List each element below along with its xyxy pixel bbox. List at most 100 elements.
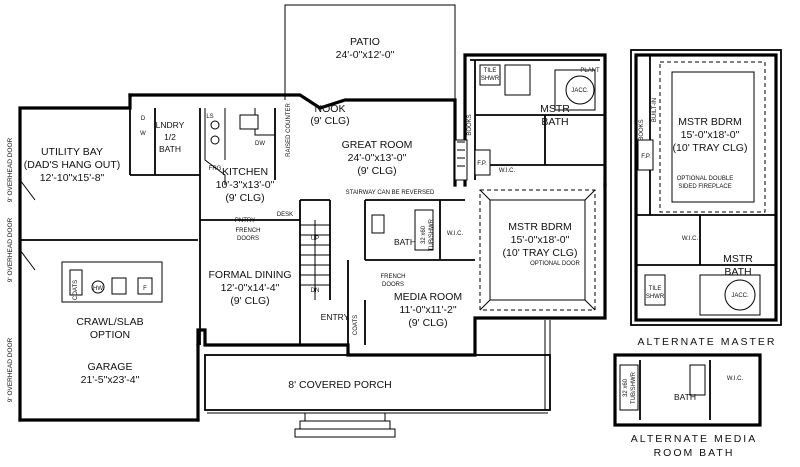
room-formal-dining: FORMAL DINING 12'-0"x14'-4" (9' CLG) [208, 269, 291, 307]
room-dims: 12'-0"x14'-4" [221, 282, 280, 294]
label-wic: W.I.C. [499, 168, 516, 174]
room-name: KITCHEN [222, 166, 268, 178]
label-wic-bath: W.I.C. [447, 231, 464, 237]
label-overhead-door-2: 9' OVERHEAD DOOR [7, 217, 14, 282]
label-fp-alt: F.P. [641, 154, 651, 160]
label-tub-1: 32 x60 [421, 225, 427, 244]
room-clg: (9' CLG) [225, 192, 264, 204]
room-dims: 11'-0"x11'-2" [399, 304, 456, 316]
label-coats: COATS [353, 315, 359, 335]
label-tub-alt-2: TUB/SHWR [631, 371, 637, 404]
label-d: D [141, 116, 146, 122]
label-tile: TILE [484, 68, 497, 74]
room-name: GREAT ROOM [342, 139, 413, 151]
label-overhead-door-1: 9' OVERHEAD DOOR [7, 137, 14, 202]
label-f: F [143, 286, 147, 292]
room-name: MEDIA ROOM [394, 291, 462, 303]
room-entry: ENTRY [321, 312, 350, 322]
label-plant: PLANT [580, 68, 600, 74]
room-master-bath: MSTR BATH [540, 103, 570, 128]
room-clg: (9' CLG) [230, 295, 269, 307]
room-sub2: BATH [159, 144, 181, 154]
label-fp: F.P. [477, 161, 487, 167]
room-dims: 12'-10"x15'-8" [40, 172, 105, 184]
room-sub: (DAD'S HANG OUT) [24, 159, 121, 171]
room-sub: BATH [724, 266, 751, 278]
label-jacc-alt: JACC. [731, 293, 749, 299]
label-optional-door: OPTIONAL DOOR [530, 261, 580, 267]
room-name: NOOK [315, 103, 346, 115]
caption-alternate-media-2: ROOM BATH [654, 447, 735, 459]
room-utility-bay: UTILITY BAY (DAD'S HANG OUT) 12'-10"x15'… [24, 146, 121, 184]
room-clg: (9' CLG) [357, 165, 396, 177]
room-name: UTILITY BAY [41, 146, 103, 158]
room-name: MSTR BDRM [678, 116, 742, 128]
label-tub-2: TUB/SHWR [429, 218, 435, 251]
room-dims: 15'-0"x18'-0" [681, 129, 740, 141]
alt-master-bath: MSTR BATH [723, 253, 753, 278]
caption-alternate-media-1: ALTERNATE MEDIA [631, 433, 757, 445]
label-books-alt: BOOKS [639, 119, 645, 140]
label-pantry: PNTRY [235, 218, 255, 224]
room-porch: 8' COVERED PORCH [288, 379, 392, 391]
room-master-bedroom: MSTR BDRM 15'-0"x18'-0" (10' TRAY CLG) [503, 221, 578, 259]
label-built-in: BUILT-IN [652, 98, 658, 122]
room-name: CRAWL/SLAB [76, 316, 143, 328]
label-dn: DN [311, 288, 320, 294]
label-up: UP [311, 236, 319, 242]
room-dims: 15'-0"x18'-0" [511, 234, 570, 246]
label-tile-alt: TILE [649, 286, 662, 292]
room-crawl: CRAWL/SLAB OPTION [76, 316, 143, 341]
alt-master-bedroom: MSTR BDRM 15'-0"x18'-0" (10' TRAY CLG) [673, 116, 748, 154]
label-optional-fp-1: OPTIONAL DOUBLE [677, 176, 733, 182]
label-wic-media: W.I.C. [727, 376, 744, 382]
room-clg: (10' TRAY CLG) [503, 247, 578, 259]
label-doors-media: DOORS [382, 282, 404, 288]
label-w: W [140, 131, 146, 137]
room-great-room: GREAT ROOM 24'-0"x13'-0" (9' CLG) [342, 139, 413, 177]
label-raised-counter: RAISED COUNTER [286, 102, 292, 156]
room-sub: 1/2 [164, 132, 176, 142]
room-bath: BATH [394, 237, 416, 247]
label-doors: DOORS [237, 236, 259, 242]
label-frg: FRG [209, 166, 222, 172]
label-stairway: STAIRWAY CAN BE REVERSED [346, 190, 435, 196]
room-name: PATIO [350, 36, 380, 48]
room-name: MSTR BDRM [508, 221, 572, 233]
room-clg: (9' CLG) [310, 115, 349, 127]
label-french-media: FRENCH [381, 274, 406, 280]
label-overhead-door-3: 9' OVERHEAD DOOR [7, 337, 14, 402]
label-jacc: JACC. [571, 88, 589, 94]
label-ls: LS [206, 114, 213, 120]
caption-alternate-master: ALTERNATE MASTER [638, 336, 777, 348]
label-optional-fp-2: SIDED FIREPLACE [678, 184, 731, 190]
alt-media-bath: BATH [674, 392, 696, 402]
room-name: MSTR [540, 103, 570, 115]
room-dims: 24'-0"x12'-0" [336, 49, 395, 61]
label-wic-alt: W.I.C. [682, 236, 699, 242]
stairs [300, 220, 330, 300]
room-dims: 21'-5"x23'-4" [81, 374, 140, 386]
label-hw: HW [93, 286, 103, 292]
room-name: BATH [394, 237, 416, 247]
room-clg: (10' TRAY CLG) [673, 142, 748, 154]
label-french: FRENCH [236, 228, 261, 234]
room-name: LNDRY [156, 120, 185, 130]
room-nook: NOOK (9' CLG) [310, 103, 349, 127]
room-name: GARAGE [88, 361, 133, 373]
label-desk: DESK [277, 212, 293, 218]
label-dw: DW [255, 141, 265, 147]
room-dims: 10'-3"x13'-0" [216, 179, 275, 191]
label-shwr: SHWR [481, 76, 500, 82]
room-garage: GARAGE 21'-5"x23'-4" [81, 361, 140, 386]
room-sub: OPTION [90, 329, 130, 341]
room-media: MEDIA ROOM 11'-0"x11'-2" (9' CLG) [394, 291, 462, 329]
room-name: MSTR [723, 253, 753, 265]
label-coats-garage: COATS [73, 280, 79, 300]
room-clg: (9' CLG) [408, 317, 447, 329]
room-kitchen: KITCHEN 10'-3"x13'-0" (9' CLG) [216, 166, 275, 204]
room-laundry: LNDRY 1/2 BATH [156, 120, 185, 154]
room-dims: 24'-0"x13'-0" [348, 152, 407, 164]
room-name: FORMAL DINING [208, 269, 291, 281]
